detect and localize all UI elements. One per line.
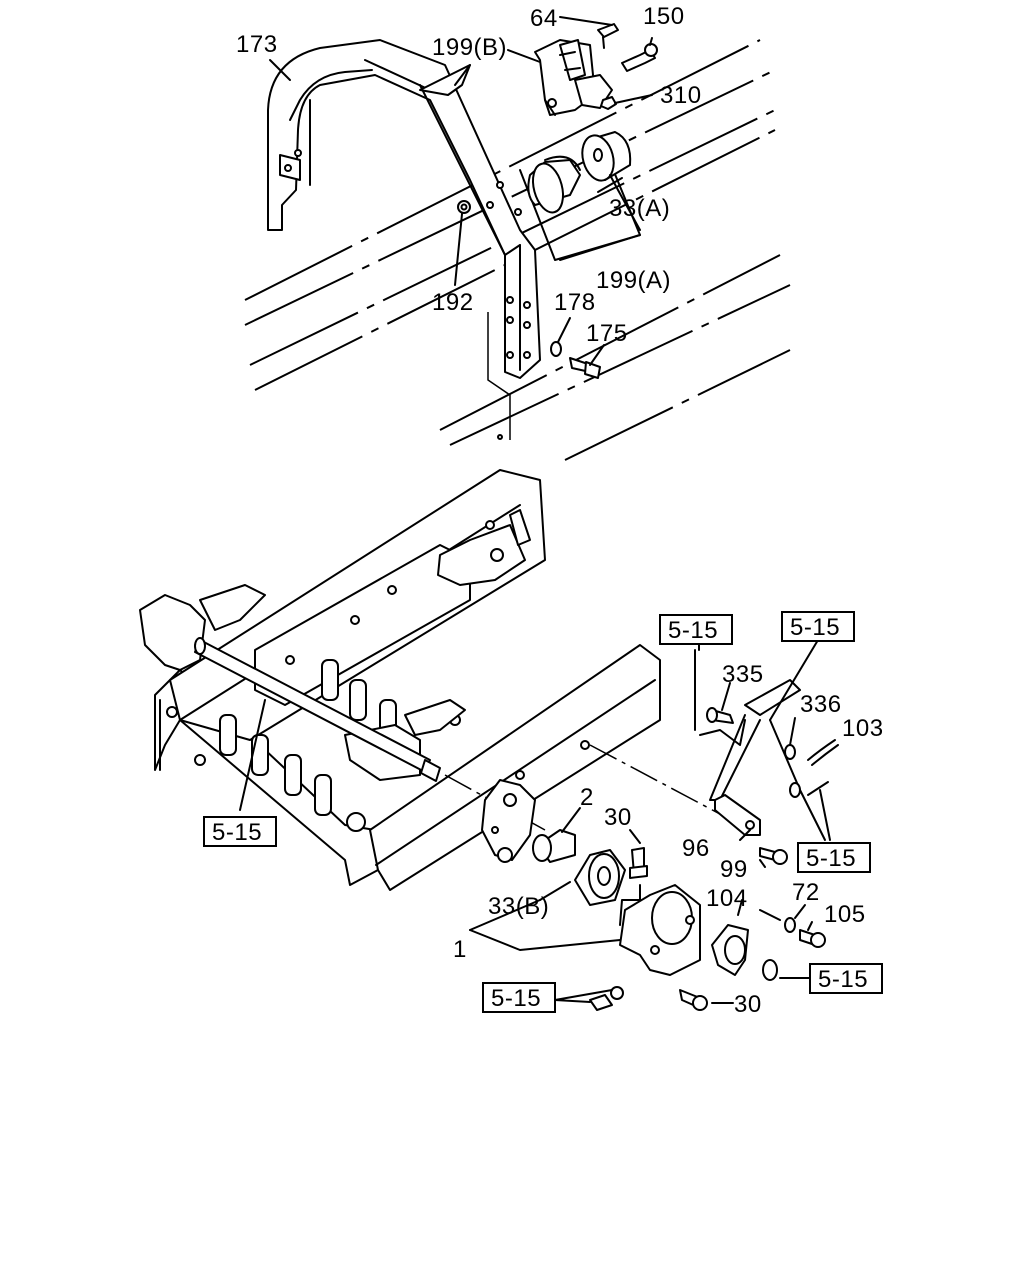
label-150: 150 (643, 3, 685, 30)
label-33a: 33(A) (609, 195, 670, 222)
ref-box-5-15-d (797, 842, 871, 873)
ref-box-5-15-e (809, 963, 883, 994)
ref-5-15-e: 5-15 (818, 966, 868, 993)
ref-box-5-15-a (659, 614, 733, 645)
rubber-cushion-33a (581, 131, 641, 231)
label-175: 175 (586, 320, 628, 347)
label-30-lower: 30 (734, 991, 762, 1018)
bolt-150 (621, 37, 658, 72)
bolt-30-lower (679, 989, 708, 1011)
bolt-99 (759, 847, 788, 865)
ref-box-5-15-c (203, 816, 277, 847)
label-64: 64 (530, 5, 558, 32)
pin-335 (706, 707, 734, 724)
label-310: 310 (660, 82, 702, 109)
ref-5-15-c: 5-15 (212, 819, 262, 846)
nut-310 (600, 94, 653, 110)
bolt-105 (799, 929, 826, 948)
label-199b: 199(B) (432, 34, 507, 61)
clamp-104 (711, 899, 749, 976)
rubber-cushion-33b (539, 849, 626, 906)
seal-ring (762, 959, 778, 981)
label-1: 1 (453, 936, 467, 963)
ref-5-15-f: 5-15 (491, 985, 541, 1012)
label-103: 103 (842, 715, 884, 742)
label-72: 72 (792, 879, 820, 906)
bolt-30-upper (629, 829, 648, 879)
bolt-washer-lower (554, 986, 624, 1011)
label-335: 335 (722, 661, 764, 688)
mount-bracket-1 (469, 884, 701, 976)
washer-178 (550, 317, 571, 357)
ref-5-15-b: 5-15 (790, 614, 840, 641)
washer-336 (784, 744, 796, 760)
strut-link (694, 639, 819, 836)
label-2: 2 (580, 784, 594, 811)
label-192: 192 (432, 289, 474, 316)
washer-72 (759, 904, 806, 933)
label-199a: 199(A) (596, 267, 671, 294)
label-99: 99 (720, 856, 748, 883)
label-105: 105 (824, 901, 866, 928)
bracket-199b (534, 39, 613, 116)
label-336: 336 (800, 691, 842, 718)
ref-box-5-15-f (482, 982, 556, 1013)
cab-support-frame-173 (267, 39, 541, 440)
label-30-upper: 30 (604, 804, 632, 831)
bushing-2 (532, 807, 581, 863)
part-labels: 173 199(B) 64 150 310 33(A) 199(A) 192 1… (203, 3, 884, 1018)
washers-5-15 (789, 781, 831, 841)
label-173: 173 (236, 31, 278, 58)
upper-reference-lines (244, 39, 791, 461)
label-96: 96 (682, 835, 710, 862)
cotter-pin-103 (807, 739, 839, 766)
nut-192 (454, 200, 471, 286)
ref-5-15-a: 5-15 (668, 617, 718, 644)
mount-bracket-assembly (481, 779, 536, 863)
label-178: 178 (554, 289, 596, 316)
ref-5-15-d: 5-15 (806, 845, 856, 872)
label-104: 104 (706, 885, 748, 912)
label-33b: 33(B) (488, 893, 549, 920)
clip-64 (559, 16, 619, 49)
ref-box-5-15-b (781, 611, 855, 642)
bolt-175 (569, 344, 605, 379)
